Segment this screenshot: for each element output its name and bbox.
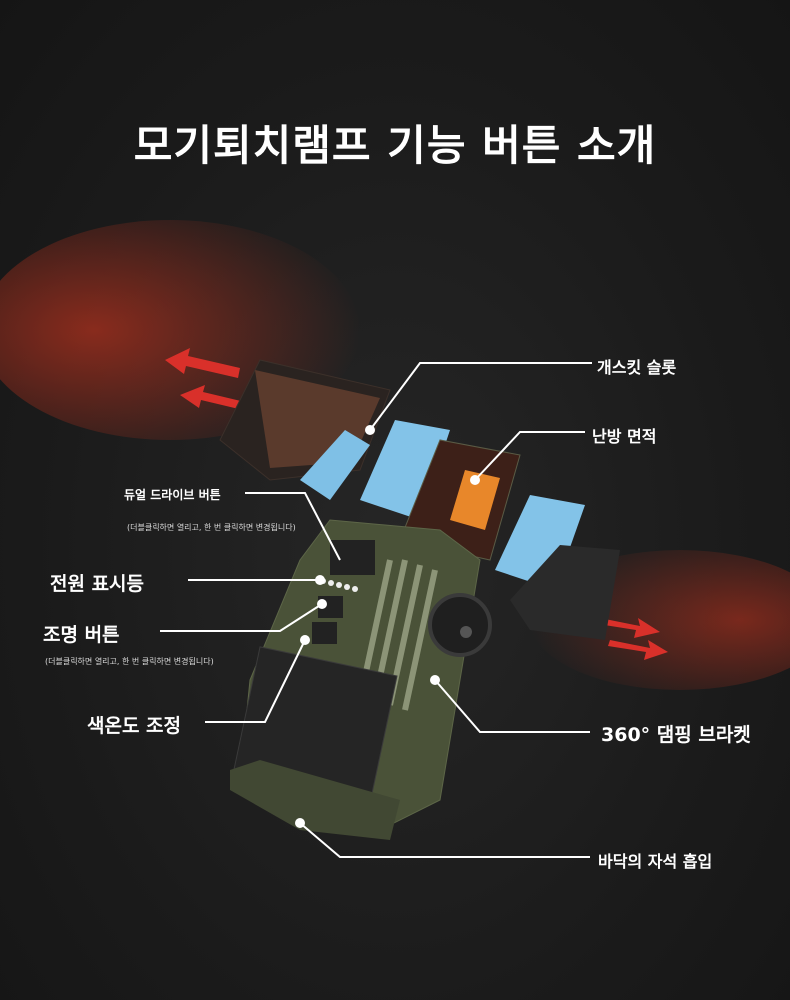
- page-title: 모기퇴치램프 기능 버튼 소개: [133, 121, 657, 170]
- label-dual-drive-note: (더블클릭하면 열리고, 한 번 클릭하면 변경됩니다): [127, 523, 296, 532]
- pad-left: [300, 430, 370, 500]
- magnetic-base: [230, 760, 400, 840]
- label-bracket: 360° 댐핑 브라켓: [601, 724, 751, 746]
- label-dual-drive-button: 듀얼 드라이브 버튼: [124, 488, 221, 502]
- leader-lines: [160, 362, 592, 858]
- label-gasket-slot: 개스킷 슬롯: [597, 358, 677, 377]
- dual-drive-switch: [330, 540, 375, 575]
- label-heating-area: 난방 면적: [592, 427, 657, 446]
- bracket-knob: [428, 593, 492, 657]
- label-color-temp: 색온도 조정: [87, 715, 182, 737]
- label-magnet: 바닥의 자석 흡입: [598, 852, 713, 871]
- label-power-indicator: 전원 표시등: [50, 573, 145, 595]
- power-leds: [320, 578, 358, 592]
- heat-arrows-right: [598, 618, 668, 660]
- label-light-button: 조명 버튼: [43, 624, 120, 646]
- heat-arrows-left: [165, 348, 245, 410]
- color-temp-switch: [312, 622, 337, 644]
- right-cover: [510, 545, 620, 640]
- label-light-note: (더블클릭하면 열리고, 한 번 클릭하면 변경됩니다): [45, 657, 214, 666]
